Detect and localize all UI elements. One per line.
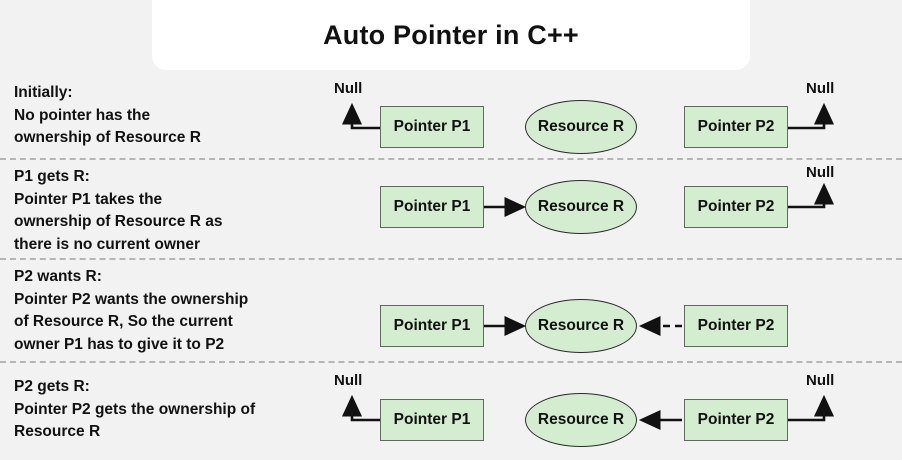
page-title: Auto Pointer in C++: [323, 19, 579, 50]
row-initially-heading: Initially:: [14, 84, 73, 101]
separator-3: [0, 361, 902, 363]
separator-1: [0, 158, 902, 160]
title-card: Auto Pointer in C++: [152, 0, 750, 70]
pointer-p2-box[interactable]: Pointer P2: [684, 106, 788, 148]
pointer-p2-box[interactable]: Pointer P2: [684, 305, 788, 347]
p1-null-label: Null: [334, 372, 363, 389]
pointer-p1-box[interactable]: Pointer P1: [380, 106, 484, 148]
row-p2-gets-r-heading: P2 gets R:: [14, 378, 90, 395]
row-p2-gets-r: P2 gets R: Pointer P2 gets the ownership…: [0, 368, 902, 460]
p2-null-label: Null: [806, 164, 835, 181]
row-p2-wants-r: P2 wants R: Pointer P2 wants the ownersh…: [0, 264, 902, 358]
row-p2-wants-r-body: Pointer P2 wants the ownership of Resour…: [14, 290, 249, 353]
resource-r-ellipse[interactable]: Resource R: [525, 100, 637, 154]
pointer-p2-box[interactable]: Pointer P2: [684, 186, 788, 228]
separator-2: [0, 258, 902, 260]
row-p1-gets-r: P1 gets R: Pointer P1 takes the ownershi…: [0, 164, 902, 258]
row-p1-gets-r-heading: P1 gets R:: [14, 168, 90, 185]
pointer-p1-box[interactable]: Pointer P1: [380, 399, 484, 441]
row-initially-body: No pointer has the ownership of Resource…: [14, 106, 201, 147]
resource-r-ellipse[interactable]: Resource R: [525, 180, 637, 234]
row-p2-wants-r-description: P2 wants R: Pointer P2 wants the ownersh…: [14, 266, 334, 357]
pointer-p1-box[interactable]: Pointer P1: [380, 305, 484, 347]
p1-null-label: Null: [334, 80, 363, 97]
row-p2-gets-r-diagram: Null Null Pointer P1 Resource R Pointer …: [330, 368, 902, 460]
row-initially: Initially: No pointer has the ownership …: [0, 78, 902, 158]
p2-null-label: Null: [806, 80, 835, 97]
row-p1-gets-r-body: Pointer P1 takes the ownership of Resour…: [14, 190, 223, 253]
pointer-p1-box[interactable]: Pointer P1: [380, 186, 484, 228]
row-p1-gets-r-description: P1 gets R: Pointer P1 takes the ownershi…: [14, 166, 334, 257]
row-p2-wants-r-diagram: Pointer P1 Resource R Pointer P2: [330, 264, 902, 358]
row-p2-gets-r-body: Pointer P2 gets the ownership of Resourc…: [14, 400, 256, 441]
row-p2-gets-r-description: P2 gets R: Pointer P2 gets the ownership…: [14, 376, 334, 444]
pointer-p2-box[interactable]: Pointer P2: [684, 399, 788, 441]
row-p2-wants-r-heading: P2 wants R:: [14, 268, 102, 285]
row-initially-diagram: Null Null Pointer P1 Resource R Pointer …: [330, 78, 902, 158]
row-p1-gets-r-diagram: Null Pointer P1 Resource R Pointer P2: [330, 164, 902, 258]
p2-null-label: Null: [806, 372, 835, 389]
row-initially-description: Initially: No pointer has the ownership …: [14, 82, 334, 150]
resource-r-ellipse[interactable]: Resource R: [525, 393, 637, 447]
resource-r-ellipse[interactable]: Resource R: [525, 299, 637, 353]
